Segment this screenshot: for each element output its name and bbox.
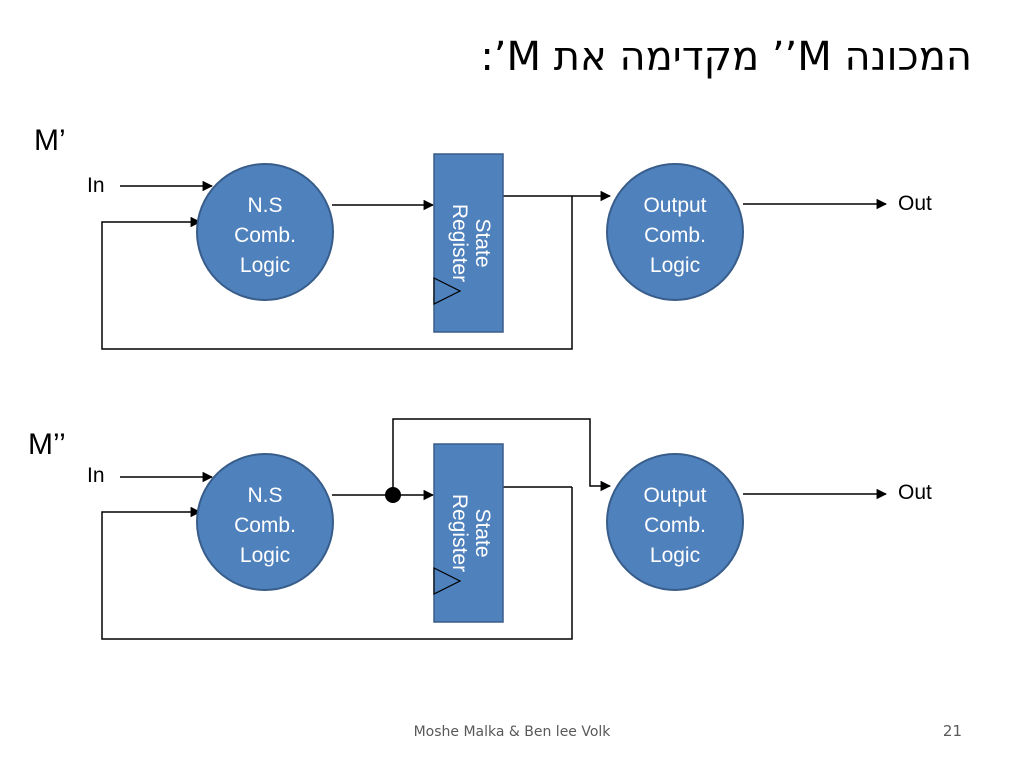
output-logic-node (606, 453, 744, 591)
state-register-line-1: State (471, 508, 494, 557)
input-label: In (87, 174, 105, 197)
slide-title: המכונה M’’ מקדימה את M’: (480, 34, 972, 80)
state-register-line-1: State (471, 218, 494, 267)
feedback-wire (101, 487, 573, 640)
junction-dot (385, 487, 401, 503)
footer-credit: Moshe Malka & Ben lee Volk (413, 724, 611, 740)
output-logic-line-3: Logic (650, 544, 700, 567)
input-label: In (87, 464, 105, 487)
bypass-to-output-wire (392, 418, 612, 495)
state-register-line-2: Register (448, 494, 471, 572)
output-logic-line-3: Logic (650, 254, 700, 277)
diagram-m-double-prime: M’’ In Out N.S Comb. Logic State Registe… (28, 418, 932, 640)
diagram-m-prime: M’ In Out N.S Comb. Logic State Register… (34, 124, 932, 350)
feedback-wire (101, 196, 573, 350)
ns-logic-line-1: N.S (247, 484, 282, 507)
output-logic-line-1: Output (643, 484, 706, 507)
ns-logic-line-3: Logic (240, 544, 290, 567)
clock-triangle-icon (433, 567, 462, 595)
output-label: Out (898, 192, 932, 215)
ns-logic-node (196, 163, 334, 301)
output-logic-line-1: Output (643, 194, 706, 217)
ns-logic-line-1: N.S (247, 194, 282, 217)
state-register-block (433, 153, 504, 333)
state-register-line-2: Register (448, 204, 471, 282)
output-logic-line-2: Comb. (644, 224, 706, 247)
page-number: 21 (942, 722, 962, 740)
clock-triangle-icon (433, 277, 462, 305)
machine-label-m-double-prime: M’’ (28, 428, 66, 461)
machine-label-m-prime: M’ (34, 124, 66, 157)
ns-logic-node (196, 453, 334, 591)
ns-logic-line-3: Logic (240, 254, 290, 277)
output-logic-node (606, 163, 744, 301)
output-logic-line-2: Comb. (644, 514, 706, 537)
output-label: Out (898, 481, 932, 504)
state-register-block (433, 443, 504, 623)
ns-logic-line-2: Comb. (234, 224, 296, 247)
ns-logic-line-2: Comb. (234, 514, 296, 537)
